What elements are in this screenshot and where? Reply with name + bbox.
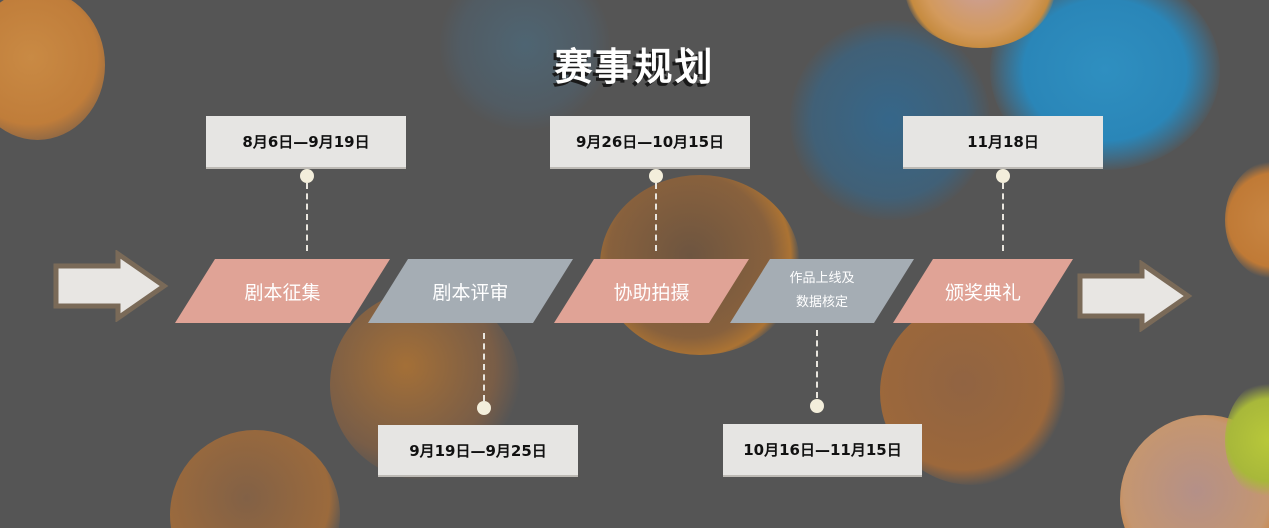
stage-3-date: 9月26日—10月15日 [575,133,725,151]
stage-1-date-box: 8月6日—9月19日 [206,116,406,169]
stage-1-connector-dot [300,169,314,183]
stage-4-date-box: 10月16日—11月15日 [723,424,922,477]
stage-4-connector-line [816,330,818,398]
stage-3-label: 协助拍摄 [613,281,690,304]
stage-2-label: 剧本评审 [432,281,509,304]
stage-4-label-line-2: 数据核定 [795,295,848,310]
stage-4-label: 作品上线及 数据核定 [789,267,854,315]
page-title: 赛事规划 [554,45,715,89]
stage-2-connector-line [483,333,485,401]
stage-2-date-box: 9月19日—9月25日 [378,425,578,477]
stage-5-date-box: 11月18日 [903,116,1103,169]
stage-3-box: 协助拍摄 [554,259,749,323]
stage-1-label: 剧本征集 [244,281,321,304]
stage-5-date: 11月18日 [967,133,1039,151]
bokeh-orange-lowleft [170,430,340,528]
stage-1-date: 8月6日—9月19日 [242,133,370,151]
stage-4-label-line-1: 作品上线及 [789,271,855,286]
end-arrow-icon [1077,260,1193,332]
stage-3-date-box: 9月26日—10月15日 [550,116,750,169]
bokeh-blue-top [440,0,610,130]
stage-5-connector-dot [996,169,1010,183]
stage-4-connector-dot [810,399,824,413]
stage-5-connector-line [1002,183,1004,251]
stage-1-box: 剧本征集 [175,259,390,323]
stage-3-connector-line [655,183,657,251]
stage-2-date: 9月19日—9月25日 [409,441,547,460]
stage-2-connector-dot [477,401,491,415]
stage-2-box: 剧本评审 [368,259,573,323]
stage-3-connector-dot [649,169,663,183]
start-arrow-icon [53,250,169,322]
stage-4-box: 作品上线及 数据核定 [730,259,914,323]
bokeh-orange-right-edge [1225,160,1269,280]
stage-5-label: 颁奖典礼 [944,281,1021,304]
stage-4-date: 10月16日—11月15日 [743,441,902,459]
stage-5-box: 颁奖典礼 [893,259,1073,323]
stage-1-connector-line [306,183,308,251]
